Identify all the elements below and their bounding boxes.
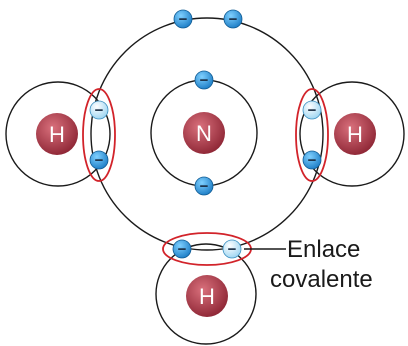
nitrogen-outer-shell [90,17,324,251]
svg-text:−: − [178,241,187,258]
electron: − [302,150,322,170]
hydrogen-left-shell [5,81,111,187]
electron: − [172,239,192,259]
nitrogen-symbol: N [196,121,212,146]
svg-text:−: − [179,11,188,28]
electron: − [194,176,214,196]
svg-text:−: − [308,152,317,169]
electron: − [302,100,322,120]
electron: − [194,70,214,90]
svg-text:−: − [308,102,317,119]
electron: − [222,239,242,259]
svg-text:−: − [200,72,209,89]
hydrogen-right-shell [299,81,405,187]
hydrogen-right-nucleus: H [334,113,376,155]
label-line2: covalente [270,266,373,293]
electron: − [89,100,109,120]
hydrogen-left-symbol: H [49,122,65,147]
svg-text:−: − [95,152,104,169]
electron: − [223,9,243,29]
bond-ring-right [295,88,329,182]
hydrogen-bottom-symbol: H [199,284,215,309]
svg-text:−: − [228,241,237,258]
bond-ring-left [82,88,116,182]
svg-text:−: − [229,11,238,28]
hydrogen-left-nucleus: H [36,113,78,155]
electron: − [173,9,193,29]
nitrogen-nucleus: N [183,112,225,154]
hydrogen-bottom-shell [155,243,257,345]
label-line1: Enlace [287,236,360,263]
svg-text:−: − [200,178,209,195]
svg-text:−: − [95,102,104,119]
hydrogen-bottom-nucleus: H [186,275,228,317]
hydrogen-right-symbol: H [347,122,363,147]
electron: − [89,150,109,170]
